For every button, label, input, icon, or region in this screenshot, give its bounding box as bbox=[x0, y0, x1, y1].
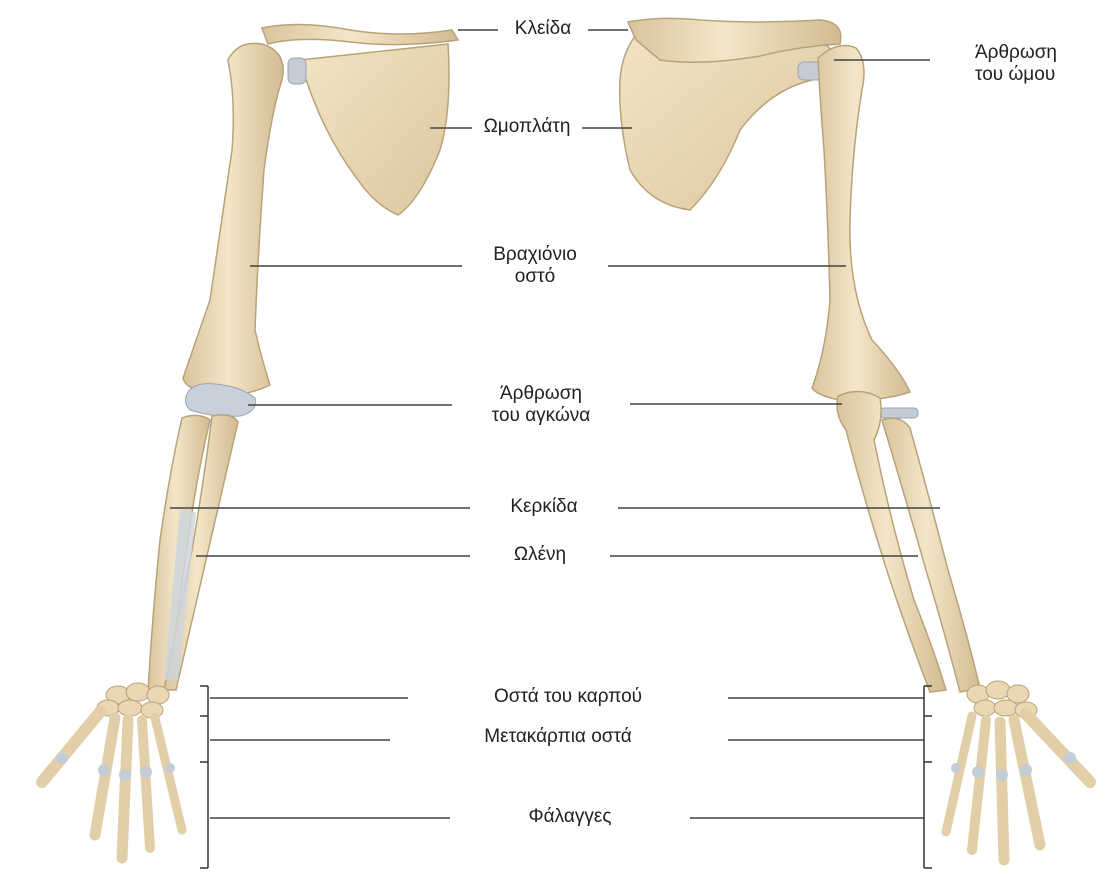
label-shoulder-line2: του ώμου bbox=[975, 64, 1057, 86]
right-elbow-cartilage bbox=[880, 408, 918, 418]
label-ulna: Ωλένη bbox=[511, 544, 569, 566]
label-elbow-line2: του αγκώνα bbox=[492, 405, 591, 427]
left-arm bbox=[42, 24, 458, 858]
left-carpals bbox=[97, 683, 169, 718]
left-scapula bbox=[300, 44, 449, 215]
label-clavicle-text: Κλείδα bbox=[515, 18, 571, 39]
left-hand-bracket bbox=[200, 686, 208, 868]
right-arm bbox=[620, 18, 1090, 860]
label-radius: Κερκίδα bbox=[507, 496, 580, 518]
label-radius-text: Κερκίδα bbox=[510, 496, 577, 517]
label-phalanges-text: Φάλαγγες bbox=[529, 806, 612, 827]
label-carpals-text: Οστά του καρπού bbox=[494, 686, 642, 707]
label-shoulder-joint: Άρθρωση του ώμου bbox=[972, 42, 1060, 86]
right-hand-bracket bbox=[924, 686, 932, 868]
label-humerus: Βραχιόνιο οστό bbox=[490, 244, 580, 288]
left-clavicle bbox=[262, 24, 458, 44]
label-metacarpals: Μετακάρπια οστά bbox=[481, 726, 634, 748]
label-clavicle: Κλείδα bbox=[512, 18, 574, 40]
label-phalanges: Φάλαγγες bbox=[526, 806, 615, 828]
left-shoulder-cartilage bbox=[288, 58, 306, 84]
label-shoulder-line1: Άρθρωση bbox=[975, 42, 1057, 64]
right-humerus bbox=[812, 46, 910, 401]
label-humerus-line1: Βραχιόνιο bbox=[493, 244, 577, 266]
label-metacarpals-text: Μετακάρπια οστά bbox=[484, 726, 631, 747]
right-hand-joints bbox=[951, 752, 1076, 781]
left-humerus bbox=[183, 43, 283, 394]
left-hand-fingers bbox=[42, 712, 182, 858]
left-hand-joints bbox=[56, 752, 175, 781]
label-elbow-joint: Άρθρωση του αγκώνα bbox=[489, 383, 594, 427]
right-hand-fingers bbox=[946, 714, 1090, 860]
label-carpals: Οστά του καρπού bbox=[491, 686, 645, 708]
label-elbow-line1: Άρθρωση bbox=[492, 383, 591, 405]
label-humerus-line2: οστό bbox=[493, 266, 577, 288]
label-scapula: Ωμοπλάτη bbox=[481, 116, 574, 138]
label-scapula-text: Ωμοπλάτη bbox=[484, 116, 571, 137]
label-ulna-text: Ωλένη bbox=[514, 544, 566, 565]
